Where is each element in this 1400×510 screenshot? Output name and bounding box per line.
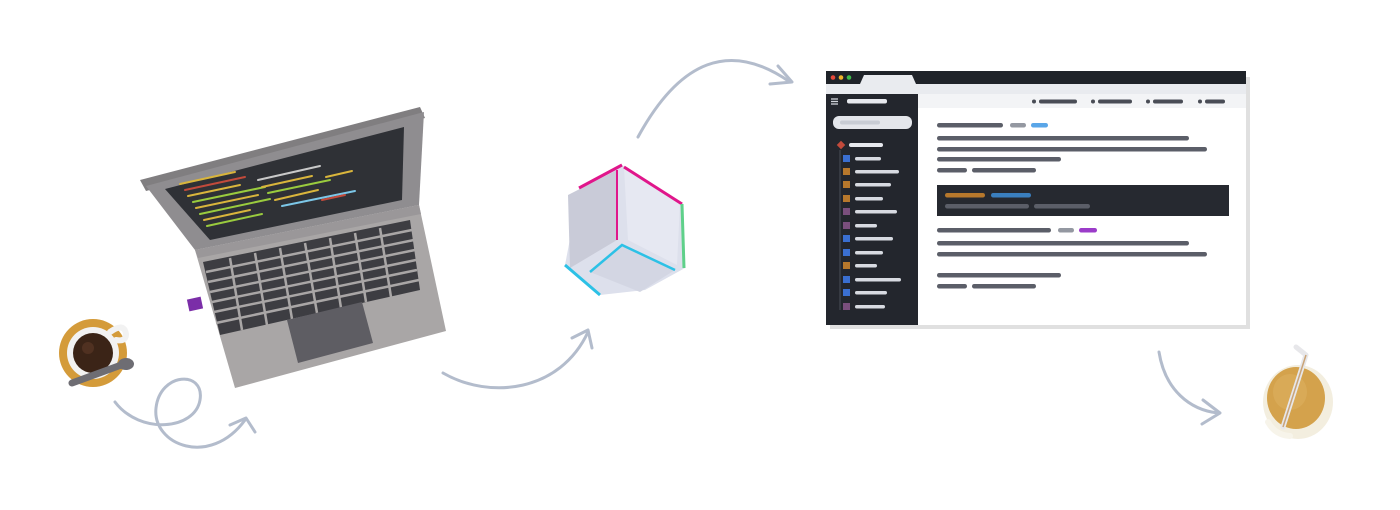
cube-logo-icon bbox=[564, 163, 686, 297]
usb-stick bbox=[186, 296, 204, 312]
code-lines bbox=[179, 165, 356, 227]
browser-titlebar bbox=[826, 71, 1246, 84]
arrow-cube-to-browser bbox=[636, 58, 792, 139]
trackpad bbox=[287, 302, 373, 363]
top-nav-items bbox=[1032, 99, 1225, 104]
laptop-screen bbox=[165, 127, 404, 240]
sidebar-tree bbox=[836, 140, 901, 310]
arrow-head-4 bbox=[1200, 398, 1222, 426]
content-lines-2 bbox=[937, 228, 1207, 289]
browser-tab bbox=[860, 75, 916, 84]
content-lines bbox=[937, 123, 1207, 173]
flow-arrows bbox=[113, 58, 1222, 449]
hamburger-menu-icon bbox=[831, 98, 838, 105]
juice-glass-icon bbox=[1263, 344, 1333, 439]
arrow-head-1 bbox=[228, 416, 257, 434]
arrow-browser-to-juice bbox=[1157, 350, 1220, 415]
keyboard-grid bbox=[205, 227, 420, 331]
laptop-icon bbox=[140, 107, 446, 388]
arrow-coffee-to-laptop bbox=[113, 377, 247, 449]
browser-window-icon bbox=[826, 71, 1250, 329]
arrow-head-3 bbox=[768, 64, 794, 86]
coffee-cup-icon bbox=[59, 319, 134, 387]
code-block bbox=[937, 185, 1229, 216]
arrow-head-2 bbox=[570, 328, 594, 350]
arrow-laptop-to-cube bbox=[441, 330, 590, 390]
